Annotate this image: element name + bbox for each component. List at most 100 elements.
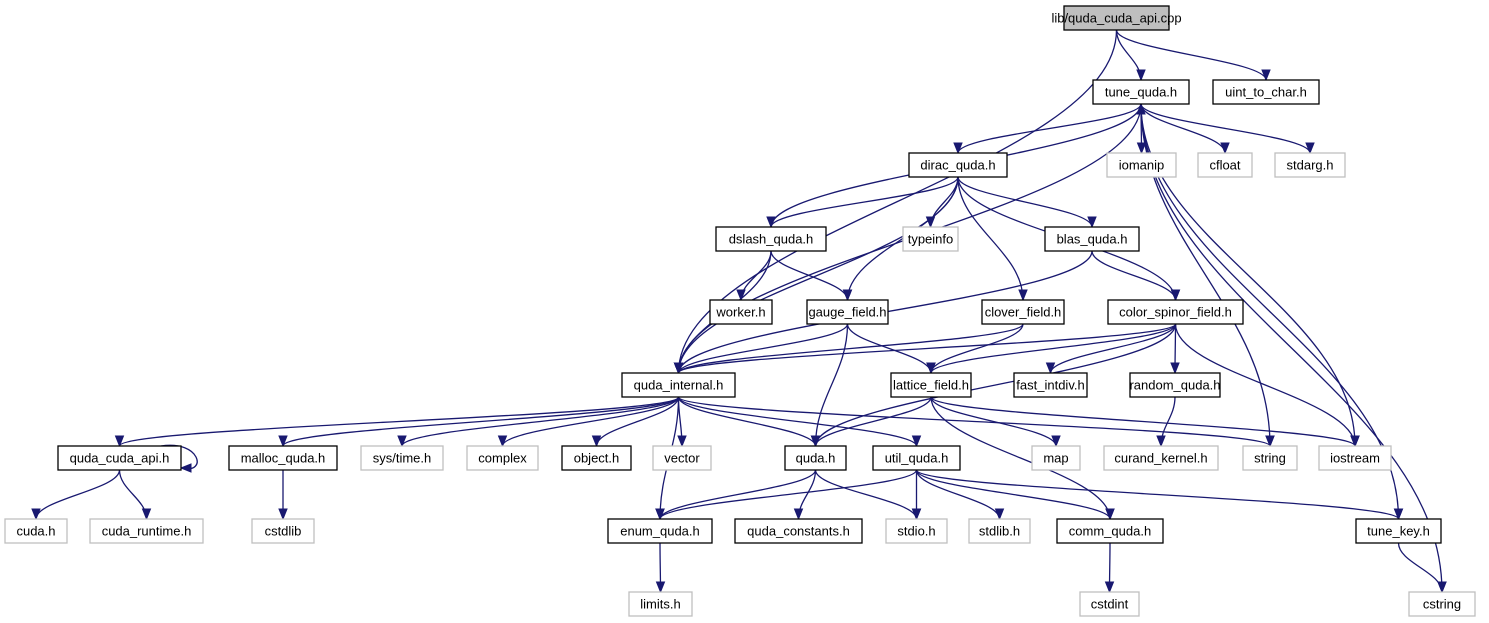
node-box xyxy=(734,518,863,544)
node-label: object.h xyxy=(574,451,620,466)
node-color-spinor-field[interactable]: color_spinor_field.h xyxy=(1107,299,1244,325)
edge-line xyxy=(814,323,849,447)
edge-util_quda-to-stdlib xyxy=(915,469,1005,521)
edge-line xyxy=(957,103,1142,154)
node-map: map xyxy=(1031,445,1081,471)
edge-util_quda-to-comm_quda xyxy=(915,469,1115,521)
node-label: fast_intdiv.h xyxy=(1016,378,1084,393)
edge-line xyxy=(1140,103,1311,154)
edge-quda_internal-to-complex xyxy=(497,396,680,448)
node-box xyxy=(902,226,959,252)
node-label: lattice_field.h xyxy=(893,378,969,393)
node-box xyxy=(968,518,1031,544)
node-root[interactable]: lib/quda_cuda_api.cpp xyxy=(1051,5,1182,31)
edge-util_quda-to-stdio xyxy=(911,470,922,521)
node-label: enum_quda.h xyxy=(620,524,700,539)
edge-random_quda-to-curand_kernel xyxy=(1156,396,1176,448)
node-label: curand_kernel.h xyxy=(1114,451,1207,466)
edge-line xyxy=(930,323,1177,374)
node-uint-to-char[interactable]: uint_to_char.h xyxy=(1212,79,1320,105)
nodes-layer: lib/quda_cuda_api.cpp tune_quda.h uint_to_… xyxy=(4,5,1476,617)
node-worker[interactable]: worker.h xyxy=(709,299,773,325)
node-string: string xyxy=(1242,445,1298,471)
node-label: sys/time.h xyxy=(373,451,432,466)
edge-quda-to-quda_constants xyxy=(793,469,817,521)
edge-line xyxy=(930,396,1057,447)
node-dslash-quda[interactable]: dslash_quda.h xyxy=(715,226,827,252)
node-label: quda.h xyxy=(796,451,836,466)
node-box xyxy=(621,372,736,398)
arrowhead-icon xyxy=(1261,69,1271,82)
node-cuda-runtime: cuda_runtime.h xyxy=(89,518,204,544)
arrowhead-icon xyxy=(397,435,407,448)
arrowhead-icon xyxy=(677,435,687,448)
arrowhead-icon xyxy=(842,289,853,302)
edge-color_spinor_field-to-fast_intdiv xyxy=(1045,323,1177,375)
edge-line xyxy=(677,323,849,374)
node-label: iostream xyxy=(1330,451,1380,466)
node-object[interactable]: object.h xyxy=(561,445,632,471)
node-label: gauge_field.h xyxy=(808,305,886,320)
edge-root-to-tune_quda xyxy=(1115,29,1146,82)
node-box xyxy=(1129,372,1221,398)
edge-line xyxy=(846,323,932,374)
edge-line xyxy=(501,396,680,447)
edge-blas_quda-to-color_spinor_field xyxy=(1091,250,1181,302)
node-gauge-field[interactable]: gauge_field.h xyxy=(806,299,889,325)
node-clover-field[interactable]: clover_field.h xyxy=(981,299,1065,325)
node-iomanip: iomanip xyxy=(1106,152,1177,178)
node-label: comm_quda.h xyxy=(1069,524,1151,539)
node-malloc-quda[interactable]: malloc_quda.h xyxy=(228,445,338,471)
node-quda-cuda-api[interactable]: quda_cuda_api.h xyxy=(57,445,182,471)
node-label: uint_to_char.h xyxy=(1225,85,1307,100)
node-cuda: cuda.h xyxy=(4,518,68,544)
edge-quda_cuda_api-to-cuda xyxy=(31,469,121,521)
node-label: dslash_quda.h xyxy=(729,232,814,247)
node-label: malloc_quda.h xyxy=(241,451,326,466)
edge-line xyxy=(677,176,959,374)
edge-line xyxy=(1115,29,1267,81)
arrowhead-icon xyxy=(1105,508,1115,521)
node-stdio: stdio.h xyxy=(885,518,948,544)
node-lattice-field[interactable]: lattice_field.h xyxy=(890,372,972,398)
edge-root-to-uint_to_char xyxy=(1115,29,1271,82)
node-label: color_spinor_field.h xyxy=(1119,305,1232,320)
node-enum-quda[interactable]: enum_quda.h xyxy=(607,518,713,544)
node-comm-quda[interactable]: comm_quda.h xyxy=(1056,518,1164,544)
node-blas-quda[interactable]: blas_quda.h xyxy=(1044,226,1140,252)
arrowhead-icon xyxy=(655,581,666,594)
node-cstring: cstring xyxy=(1408,591,1476,617)
edge-lattice_field-to-map xyxy=(930,396,1061,448)
node-box xyxy=(1212,79,1320,105)
node-label: cstring xyxy=(1423,597,1461,612)
node-complex: complex xyxy=(466,445,539,471)
node-fast-intdiv[interactable]: fast_intdiv.h xyxy=(1013,372,1088,398)
node-quda-internal[interactable]: quda_internal.h xyxy=(621,372,736,398)
arrowhead-icon xyxy=(278,435,288,448)
node-box xyxy=(4,518,68,544)
node-dirac-quda[interactable]: dirac_quda.h xyxy=(908,152,1008,178)
node-box xyxy=(1013,372,1088,398)
node-util-quda[interactable]: util_quda.h xyxy=(872,445,961,471)
node-tune-quda[interactable]: tune_quda.h xyxy=(1092,79,1190,105)
edge-line xyxy=(677,396,817,447)
edge-line xyxy=(814,469,918,520)
edge-quda_cuda_api-to-cuda_runtime xyxy=(118,469,152,521)
edge-line xyxy=(930,323,1024,374)
node-quda-constants[interactable]: quda_constants.h xyxy=(734,518,863,544)
arrowhead-icon xyxy=(278,508,288,521)
arrowhead-icon xyxy=(1045,362,1056,375)
edge-enum_quda-to-limits xyxy=(655,542,666,594)
node-label: cuda.h xyxy=(16,524,55,539)
edge-util_quda-to-enum_quda xyxy=(655,469,918,521)
node-label: quda_cuda_api.h xyxy=(70,451,170,466)
node-label: dirac_quda.h xyxy=(920,158,995,173)
node-random-quda[interactable]: random_quda.h xyxy=(1129,372,1221,398)
node-label: vector xyxy=(664,451,700,466)
node-quda[interactable]: quda.h xyxy=(784,445,847,471)
edge-line xyxy=(677,396,918,447)
node-box xyxy=(1092,79,1190,105)
edge-quda_internal-to-object xyxy=(591,396,680,448)
node-box xyxy=(872,445,961,471)
node-tune-key[interactable]: tune_key.h xyxy=(1355,518,1442,544)
